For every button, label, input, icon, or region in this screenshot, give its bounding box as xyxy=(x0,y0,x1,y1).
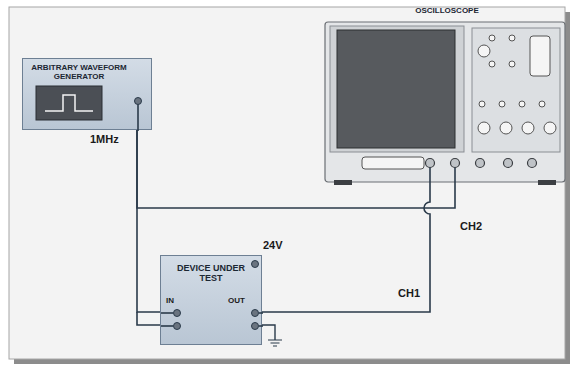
control-knob xyxy=(522,122,534,134)
control-knob xyxy=(479,101,485,107)
input-connector xyxy=(528,159,537,168)
control-knob xyxy=(544,122,556,134)
oscilloscope: OSCILLOSCOPE xyxy=(322,4,567,186)
control-button xyxy=(530,36,550,76)
front-slot xyxy=(362,157,424,169)
input-connector xyxy=(451,159,460,168)
terminal xyxy=(174,310,181,317)
oscilloscope-drawing xyxy=(322,4,567,186)
waveform-generator: ARBITRARY WAVEFORM GENERATOR xyxy=(22,58,152,130)
signal-wire xyxy=(137,130,160,312)
terminal xyxy=(252,323,259,330)
output-connector xyxy=(135,98,142,105)
output-lead xyxy=(259,325,263,327)
generator-screen xyxy=(36,86,102,120)
control-knob xyxy=(539,101,545,107)
device-under-test: DEVICE UNDER TEST xyxy=(160,255,262,345)
output-lead xyxy=(137,105,139,132)
input-connector xyxy=(504,159,513,168)
node-title: ARBITRARY WAVEFORM GENERATOR xyxy=(27,63,131,81)
scope-body xyxy=(325,22,565,182)
pulse-waveform xyxy=(45,95,93,111)
terminal xyxy=(252,261,259,268)
control-knob xyxy=(478,45,490,57)
input-connector xyxy=(476,159,485,168)
terminal xyxy=(174,323,181,330)
control-knob xyxy=(489,35,495,41)
node-title: OSCILLOSCOPE xyxy=(392,6,502,15)
scope-foot xyxy=(334,180,352,185)
supply-voltage: 24V xyxy=(263,239,283,251)
control-knob xyxy=(509,61,515,67)
probe-lead xyxy=(454,168,456,187)
scope-foot xyxy=(538,180,556,185)
control-knob xyxy=(519,101,525,107)
control-panel xyxy=(472,28,560,152)
ground-symbol xyxy=(268,340,282,346)
output-lead xyxy=(259,312,263,314)
control-knob xyxy=(489,61,495,67)
pin-name: IN xyxy=(166,296,174,305)
input-lead xyxy=(161,325,173,327)
input-lead xyxy=(161,312,173,314)
panel xyxy=(9,7,565,359)
signal-name: CH2 xyxy=(460,220,482,232)
signal-name: 1MHz xyxy=(90,133,119,145)
probe-lead xyxy=(429,168,431,187)
ground-wire xyxy=(262,325,275,340)
signal-name: CH1 xyxy=(398,287,420,299)
pin-name: OUT xyxy=(228,296,245,305)
control-knob xyxy=(499,101,505,107)
signal-wire xyxy=(262,186,430,312)
wire xyxy=(137,312,160,325)
input-connector xyxy=(426,159,435,168)
scope-screen xyxy=(337,30,455,148)
node-title: DEVICE UNDER TEST xyxy=(173,263,249,284)
terminal xyxy=(252,310,259,317)
control-knob xyxy=(509,35,515,41)
control-knob xyxy=(500,122,512,134)
control-knob xyxy=(478,122,490,134)
screen-bezel xyxy=(330,26,464,152)
